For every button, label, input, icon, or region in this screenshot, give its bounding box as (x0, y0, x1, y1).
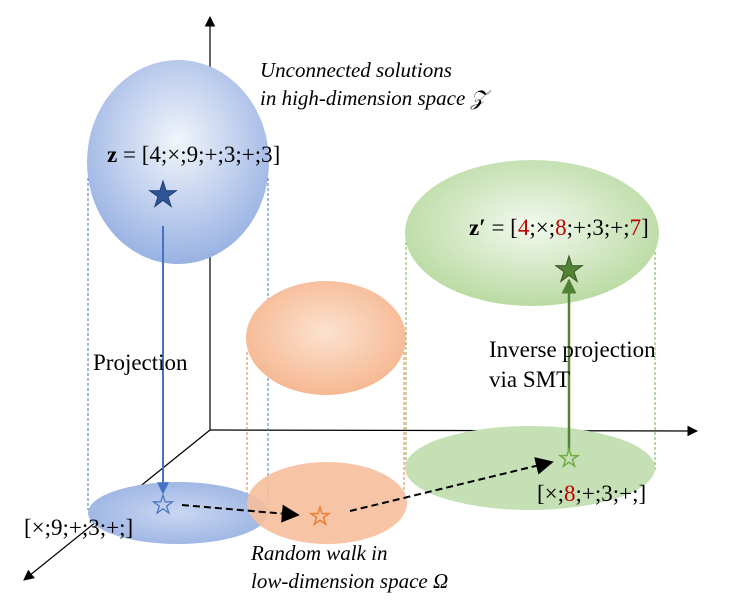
z-prime-part: ;×; (529, 215, 556, 240)
right-projection-value: [×;8;+;3;+;] (537, 480, 646, 508)
random-walk-arrow-1 (181, 504, 300, 523)
star-orange-walk-icon (308, 504, 332, 527)
orange-projection-ellipse (247, 462, 407, 544)
green-projection-ellipse (405, 426, 655, 510)
inverse-projection-line2: via SMT (489, 367, 571, 392)
right-proj-part: [×; (537, 481, 565, 506)
green-space-ellipse (405, 160, 659, 306)
z-prime-symbol: z′ (469, 215, 486, 240)
z-prime-part: 8 (555, 215, 567, 240)
star-z-prime-icon (554, 254, 584, 283)
blue-projection-ellipse (88, 482, 268, 544)
star-right-projection-icon (557, 446, 581, 469)
z-prime-part: ;+;3;+; (566, 215, 630, 240)
z-symbol: z (107, 142, 118, 167)
star-z-icon (148, 179, 178, 208)
top-note-line1: Unconnected solutions (260, 58, 452, 82)
z-prime-part: 7 (629, 215, 642, 240)
z-vector-label: z = [4;×;9;+;3;+;3] (107, 141, 280, 169)
orange-space-ellipse (246, 281, 406, 395)
z-prime-part: 4 (517, 215, 530, 240)
z-prime-eq: = [ (485, 215, 518, 240)
random-walk-arrow-2 (349, 457, 554, 512)
projection-label: Projection (93, 350, 188, 375)
blue-space-ellipse (87, 60, 269, 264)
bottom-note-line1: Random walk in (251, 541, 388, 565)
right-proj-part: 8 (564, 481, 576, 506)
star-left-projection-icon (151, 493, 175, 515)
z-value: = [4;×;9;+;3;+;3] (117, 142, 281, 167)
x-axis (209, 425, 699, 437)
inverse-projection-line1: Inverse projection (489, 337, 656, 362)
bottom-note-line2: low-dimension space Ω (251, 569, 449, 593)
z-prime-part: ] (641, 215, 649, 240)
left-projection-value: [×;9;+;3;+;] (24, 515, 134, 540)
top-note-line2: in high-dimension space 𝒵 (260, 86, 487, 110)
z-prime-vector-label: z′ = [4;×;8;+;3;+;7] (469, 214, 649, 242)
right-proj-part: ;+;3;+;] (575, 481, 647, 506)
